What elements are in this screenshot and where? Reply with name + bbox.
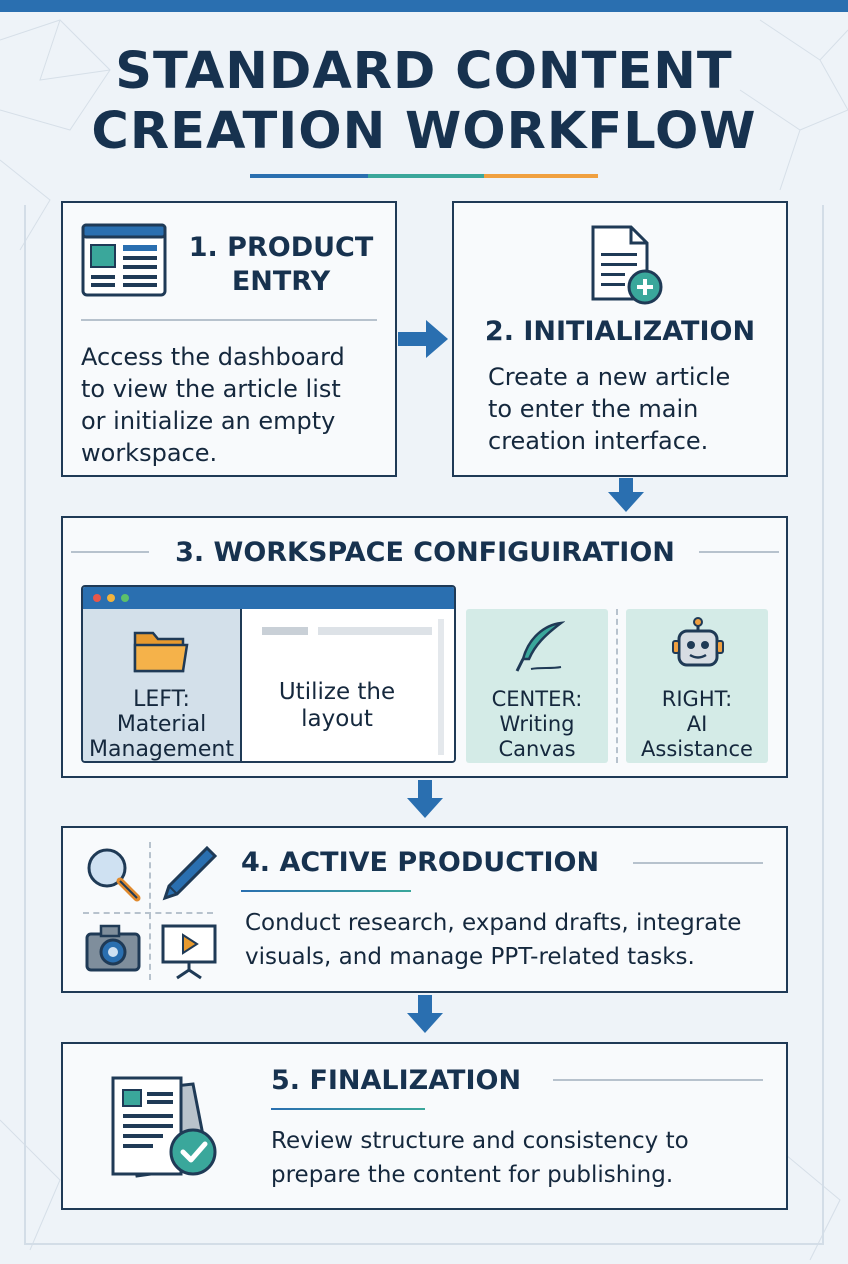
top-accent-bar	[0, 0, 848, 12]
step-4-description: Conduct research, expand drafts, integra…	[245, 910, 742, 970]
step-1-title: 1. PRODUCT ENTRY	[188, 232, 374, 297]
arrow-right-1-to-2	[398, 320, 448, 358]
outer-frame	[24, 205, 824, 1245]
window-minimize-dot	[107, 594, 115, 602]
step-4-accent-rule	[241, 890, 411, 892]
panel-right-ai: RIGHT: AI Assistance	[626, 609, 768, 763]
step-3-workspace-configuration: 3. WORKSPACE CONFIGUIRATION LEFT: Materi…	[61, 516, 788, 778]
magnifier-icon	[87, 848, 141, 902]
middle-panel-scrollbar[interactable]	[438, 619, 444, 755]
panel-middle-label: Utilize the layout	[278, 679, 396, 732]
step-1-product-entry: 1. PRODUCT ENTRY Access the dashboard to…	[61, 201, 397, 477]
step-5-title: 5. FINALIZATION	[271, 1065, 522, 1096]
panel-center-writing: CENTER: Writing Canvas	[466, 609, 608, 763]
step-4-rule	[633, 862, 763, 864]
panel-divider	[616, 609, 618, 763]
step-1-rule	[81, 319, 377, 321]
title-rule-orange	[484, 174, 598, 178]
panel-right-label: RIGHT: AI Assistance	[641, 687, 753, 761]
panel-left-material: LEFT: Material Management	[83, 609, 242, 762]
page-title: STANDARD CONTENT CREATION WORKFLOW	[91, 42, 757, 161]
step-5-finalization: 5. FINALIZATION Review structure and con…	[61, 1042, 788, 1210]
approved-documents-icon	[111, 1076, 217, 1178]
window-close-dot	[93, 594, 101, 602]
step-3-left-rule	[71, 551, 149, 553]
step-5-rule	[553, 1079, 763, 1081]
placeholder-bar-1	[262, 627, 308, 635]
camera-icon	[85, 924, 141, 972]
icon-grid-h-divider	[83, 912, 213, 914]
panel-middle-layout: Utilize the layout	[242, 609, 454, 761]
folder-icon	[133, 631, 189, 673]
title-rule-blue	[250, 174, 368, 178]
step-3-title: 3. WORKSPACE CONFIGUIRATION	[175, 537, 675, 568]
step-2-description: Create a new article to enter the main c…	[488, 363, 731, 455]
arrow-down-2-to-3	[608, 478, 644, 512]
title-rule-teal	[368, 174, 484, 178]
step-5-description: Review structure and consistency to prep…	[271, 1128, 689, 1188]
step-4-active-production: 4. ACTIVE PRODUCTION Conduct research, e…	[61, 826, 788, 993]
step-2-initialization: 2. INITIALIZATION Create a new article t…	[452, 201, 788, 477]
placeholder-bar-2	[318, 627, 432, 635]
quill-icon	[515, 621, 565, 672]
step-5-accent-rule	[271, 1108, 425, 1110]
window-maximize-dot	[121, 594, 129, 602]
step-1-description: Access the dashboard to view the article…	[81, 343, 345, 467]
arrow-down-3-to-4	[407, 780, 443, 818]
panel-center-label: CENTER: Writing Canvas	[491, 687, 583, 761]
window-titlebar	[83, 587, 454, 609]
panel-left-label: LEFT: Material Management	[89, 687, 234, 762]
icon-grid-v-divider	[149, 842, 151, 980]
presentation-icon	[161, 924, 217, 980]
workspace-window-mockup: LEFT: Material Management Utilize the la…	[81, 585, 456, 763]
robot-icon	[672, 617, 724, 667]
step-4-title: 4. ACTIVE PRODUCTION	[241, 847, 600, 878]
pen-icon	[162, 845, 218, 901]
arrow-down-4-to-5	[407, 995, 443, 1033]
step-3-right-rule	[699, 551, 779, 553]
dashboard-window-icon	[81, 223, 167, 297]
step-2-title: 2. INITIALIZATION	[484, 316, 756, 347]
new-document-icon	[591, 225, 663, 305]
